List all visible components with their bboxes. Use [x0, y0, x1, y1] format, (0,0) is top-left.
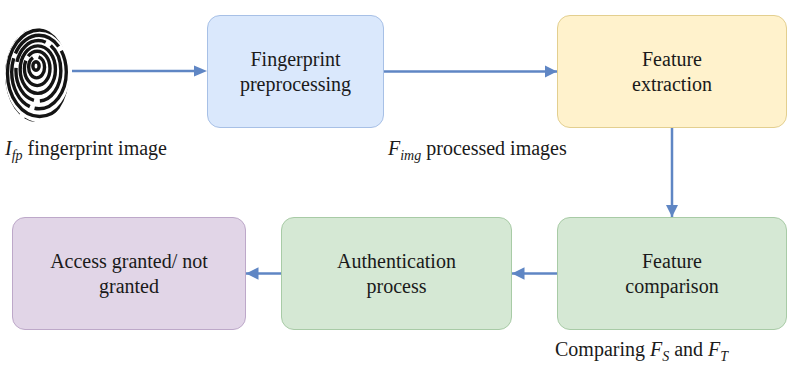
box-text: Feature comparison: [602, 249, 742, 299]
box-text: Fingerprint preprocessing: [221, 47, 371, 97]
flow-arrow: [671, 128, 674, 217]
box-text: Authentication process: [317, 249, 477, 299]
box-text: Access granted/ not granted: [34, 249, 224, 299]
caption-label: Ifp fingerprint image: [5, 136, 167, 160]
fingerprint-ridge: [24, 51, 50, 85]
fingerprint-ridge: [0, 19, 83, 132]
process-box: Feature comparison: [557, 217, 787, 330]
process-box: Authentication process: [281, 217, 512, 330]
flow-arrow: [246, 272, 281, 275]
caption-label: Fimg processed images: [388, 136, 567, 160]
box-text: Feature extraction: [602, 47, 742, 97]
flow-arrow: [512, 272, 557, 275]
process-box: Feature extraction: [557, 15, 787, 128]
fingerprint-ridge: [33, 62, 39, 70]
fingerprint-image: [0, 19, 83, 132]
fingerprint-ridge: [29, 56, 45, 77]
fingerprint-ridge: [3, 25, 77, 125]
output-box: Access granted/ not granted: [12, 217, 246, 330]
input-arrowhead: [194, 66, 207, 77]
fingerprint-ridge: [20, 46, 55, 93]
fingerprint-ridge: [16, 41, 61, 101]
input-line: [72, 70, 196, 73]
fingerprint-ridge: [7, 30, 71, 117]
flow-arrow: [384, 70, 557, 73]
process-box: Fingerprint preprocessing: [207, 15, 384, 128]
fingerprint-ridge: [12, 35, 67, 109]
caption-label: Comparing FS and FT: [555, 337, 728, 361]
